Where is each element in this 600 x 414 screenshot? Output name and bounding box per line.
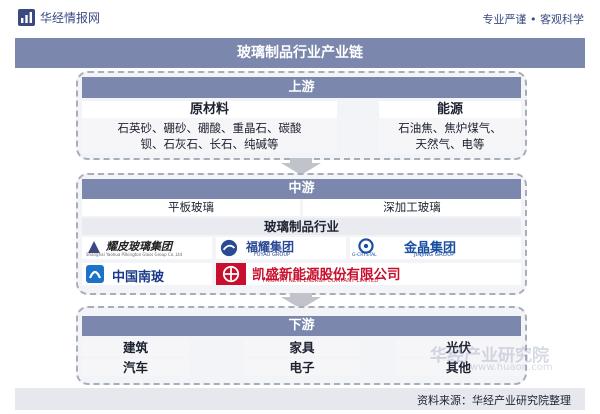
- title-bar: 玻璃制品行业产业链: [15, 38, 585, 68]
- company-logo-fuyao: 福耀集团 FUYAO GROUP: [216, 237, 346, 259]
- arrow-midstream-to-downstream-stem: [290, 293, 312, 299]
- downstream-item-other: 其他: [396, 359, 521, 376]
- arrow-upstream-to-midstream-stem: [290, 158, 312, 164]
- company-sub-triumph: TRIUMPH NEW ENERGY COMPANY LIMITED: [262, 278, 379, 284]
- page-title: 玻璃制品行业产业链: [237, 45, 363, 61]
- raw-materials-box: 石英砂、硼砂、硼酸、重晶石、碳酸 钡、石灰石、长石、纯碱等: [82, 118, 337, 153]
- downstream-item-electronics: 电子: [244, 359, 360, 376]
- energy-box: 石油焦、焦炉煤气、 天然气、电等: [379, 118, 521, 153]
- company-logo-yaopi: 耀皮玻璃集团 Shanghai Yaohua Pilkington Glass …: [82, 237, 212, 259]
- flat-glass-box: 平板玻璃: [82, 199, 300, 216]
- company-name-yaopi: 耀皮玻璃集团: [106, 240, 172, 253]
- brand-logo-icon: [18, 9, 35, 26]
- midstream-stage: 中游 平板玻璃 深加工玻璃 玻璃制品行业 耀皮玻璃集团 Shanghai Yao…: [76, 173, 527, 295]
- company-sub-jinjing: JINJING GROUP: [414, 252, 455, 258]
- downstream-item-automobile: 汽车: [82, 359, 189, 376]
- triumph-mark-icon: [222, 265, 240, 283]
- company-name-triumph: 凯盛新能源股份有限公司: [252, 267, 401, 283]
- energy-line1: 石油焦、焦炉煤气、: [398, 121, 502, 135]
- watermark-text: 华经产业研究院: [430, 346, 549, 366]
- company-sub-fuyao: FUYAO GROUP: [254, 252, 291, 258]
- source-bar: 资料来源：华经产业研究院整理: [15, 388, 585, 410]
- glass-industry-box: 玻璃制品行业: [82, 218, 521, 235]
- triumph-mark-bg: [216, 263, 246, 285]
- slogan: 专业严谨 • 客观科学: [482, 13, 584, 26]
- company-logo-jinjing: G-CRYSTAL 金晶集团 JINJING GROUP: [350, 237, 521, 259]
- raw-materials-line2: 钡、石灰石、长石、纯碱等: [140, 137, 279, 151]
- company-logo-csg: 中国南玻: [82, 263, 212, 285]
- energy-line2: 天然气、电等: [415, 137, 485, 151]
- top-bar: 华经情报网 专业严谨 • 客观科学: [0, 0, 600, 38]
- midstream-header: 中游: [82, 179, 521, 199]
- arrow-upstream-to-midstream: [281, 163, 321, 175]
- upstream-stage: 上游 原材料 石英砂、硼砂、硼酸、重晶石、碳酸 钡、石灰石、长石、纯碱等 能源 …: [76, 71, 527, 160]
- company-name-csg: 中国南玻: [112, 270, 165, 285]
- brand[interactable]: 华经情报网: [18, 9, 100, 26]
- downstream-stage: 下游 建筑 家具 光伏 汽车 电子 其他: [76, 306, 527, 385]
- jinjing-mark-icon: [358, 238, 374, 254]
- raw-materials-label: 原材料: [82, 101, 337, 118]
- brand-name: 华经情报网: [40, 11, 101, 25]
- raw-materials-line1: 石英砂、硼砂、硼酸、重晶石、碳酸: [117, 121, 302, 135]
- company-name-jinjing: 金晶集团: [404, 241, 457, 256]
- company-mark-jinjing: G-CRYSTAL: [352, 253, 377, 258]
- downstream-item-construction: 建筑: [82, 339, 189, 356]
- company-sub-yaopi: Shanghai Yaohua Pilkington Glass Group C…: [86, 252, 183, 257]
- source-note: 资料来源：华经产业研究院整理: [417, 394, 571, 407]
- company-name-fuyao: 福耀集团: [246, 240, 295, 254]
- fuyao-mark-icon: [220, 239, 238, 257]
- downstream-header: 下游: [82, 316, 521, 336]
- downstream-item-photovoltaic: 光伏: [396, 339, 521, 356]
- company-logo-triumph: 凯盛新能源股份有限公司 TRIUMPH NEW ENERGY COMPANY L…: [216, 263, 521, 285]
- watermark-url: www.huaon.com: [470, 362, 553, 373]
- yaopi-mark-icon: [88, 241, 100, 253]
- downstream-item-furniture: 家具: [244, 339, 360, 356]
- deep-processed-glass-box: 深加工玻璃: [303, 199, 521, 216]
- csg-mark-icon: [86, 265, 104, 283]
- upstream-header: 上游: [82, 77, 521, 98]
- energy-label: 能源: [379, 101, 521, 118]
